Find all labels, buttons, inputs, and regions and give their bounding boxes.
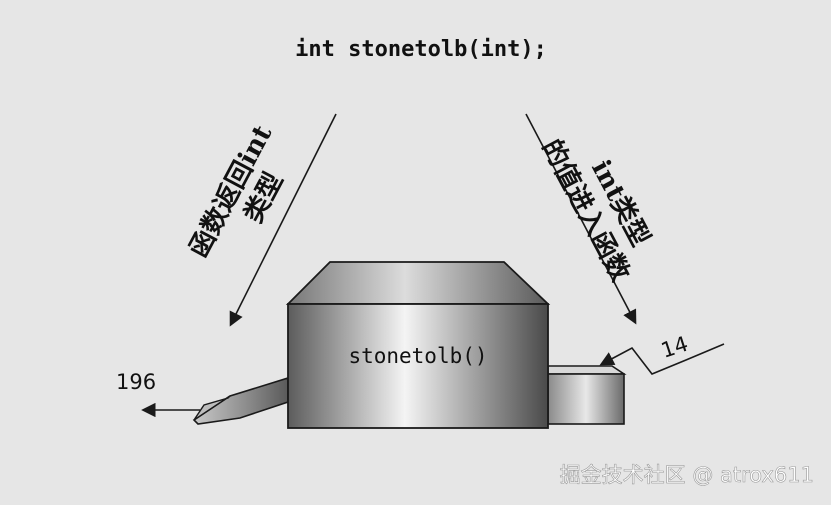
function-box-roof: [288, 262, 548, 304]
output-value: 196: [116, 370, 156, 394]
argument-annotation: int类型 的值进入函数: [536, 119, 666, 288]
input-tray-front: [548, 374, 624, 424]
input-value: 14: [658, 332, 691, 363]
watermark: 掘金技术社区 @ atrox611: [560, 463, 814, 487]
function-prototype: int stonetolb(int);: [295, 37, 547, 62]
input-tray-top: [548, 366, 624, 374]
return-annotation: 函数返回int 类型: [184, 121, 307, 278]
function-box-label: stonetolb(): [348, 344, 487, 368]
output-chute: [194, 378, 288, 424]
